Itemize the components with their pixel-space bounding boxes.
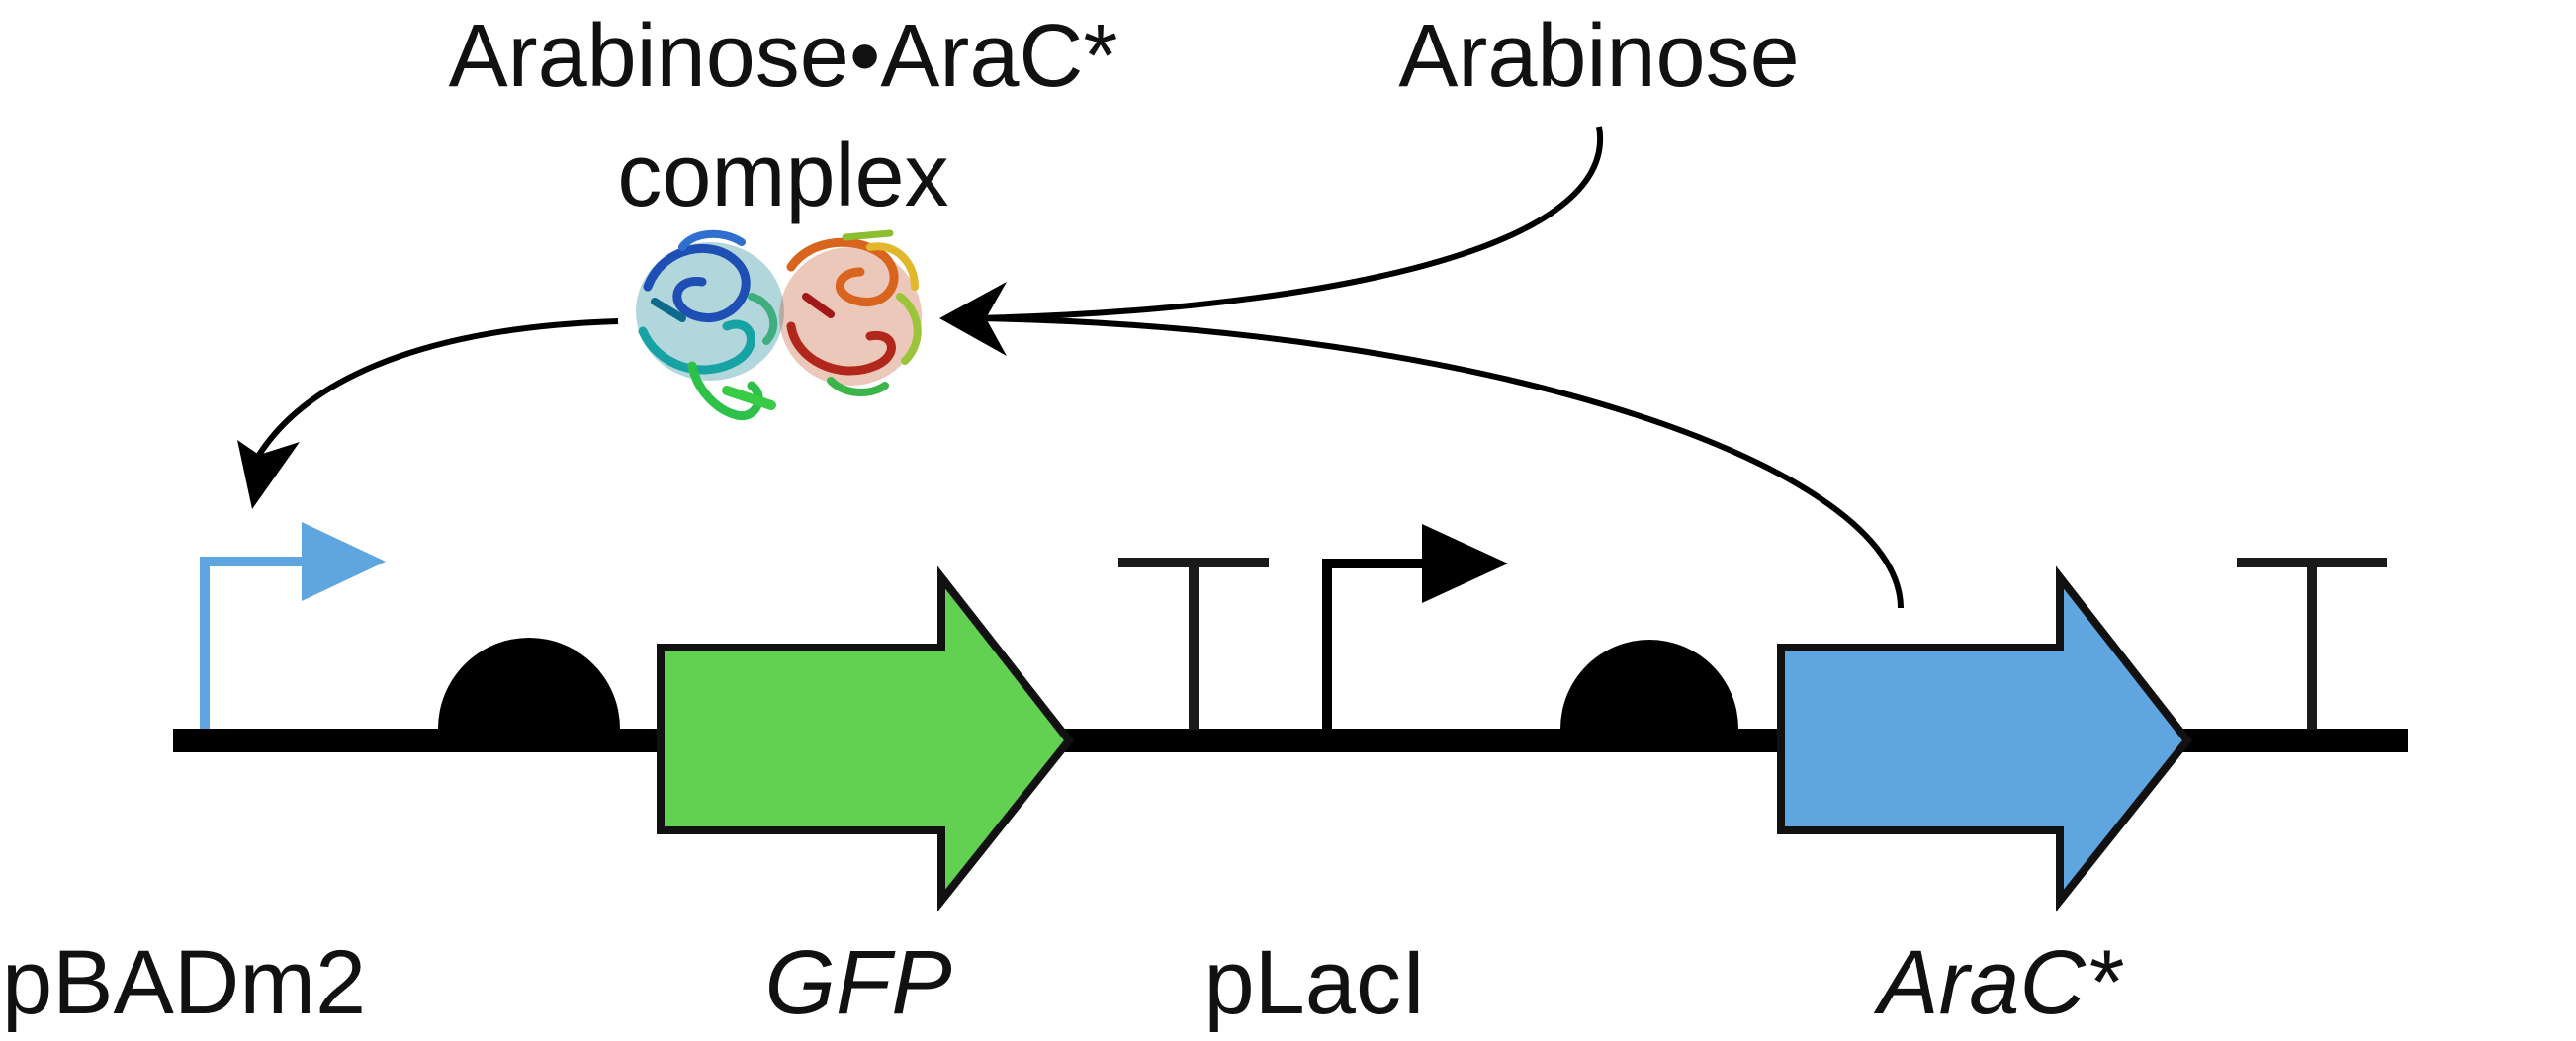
arac-gene-arrow <box>1777 565 2193 912</box>
protein-complex-icon <box>636 229 922 421</box>
arrow-arac-to-complex <box>973 315 1904 609</box>
arac-label: AraC* <box>1873 932 2124 1033</box>
arrowhead-into-promoter-icon <box>237 440 300 509</box>
arrow-complex-to-promoter <box>256 318 619 457</box>
complex-label-line2: complex <box>617 127 948 225</box>
promoter-placi-icon <box>1322 524 1508 729</box>
gfp-label: GFP <box>764 932 951 1033</box>
arrow-arabinose-to-complex <box>973 126 1604 321</box>
rbs-2-icon <box>1560 640 1738 729</box>
arrowhead-into-complex-icon <box>939 282 1007 356</box>
rbs-1-icon <box>438 638 620 729</box>
interaction-arrows <box>237 126 1904 609</box>
pbad-label: pBADm2 <box>2 932 366 1033</box>
terminator-2-icon <box>2237 558 2387 730</box>
placi-label: pLacI <box>1203 932 1426 1033</box>
promoter-pbad-icon <box>200 522 386 729</box>
complex-label-line1: Arabinose•AraC* <box>449 7 1118 106</box>
arabinose-label: Arabinose <box>1398 7 1799 106</box>
gfp-gene-arrow <box>657 565 1075 912</box>
terminator-1-icon <box>1118 558 1269 730</box>
